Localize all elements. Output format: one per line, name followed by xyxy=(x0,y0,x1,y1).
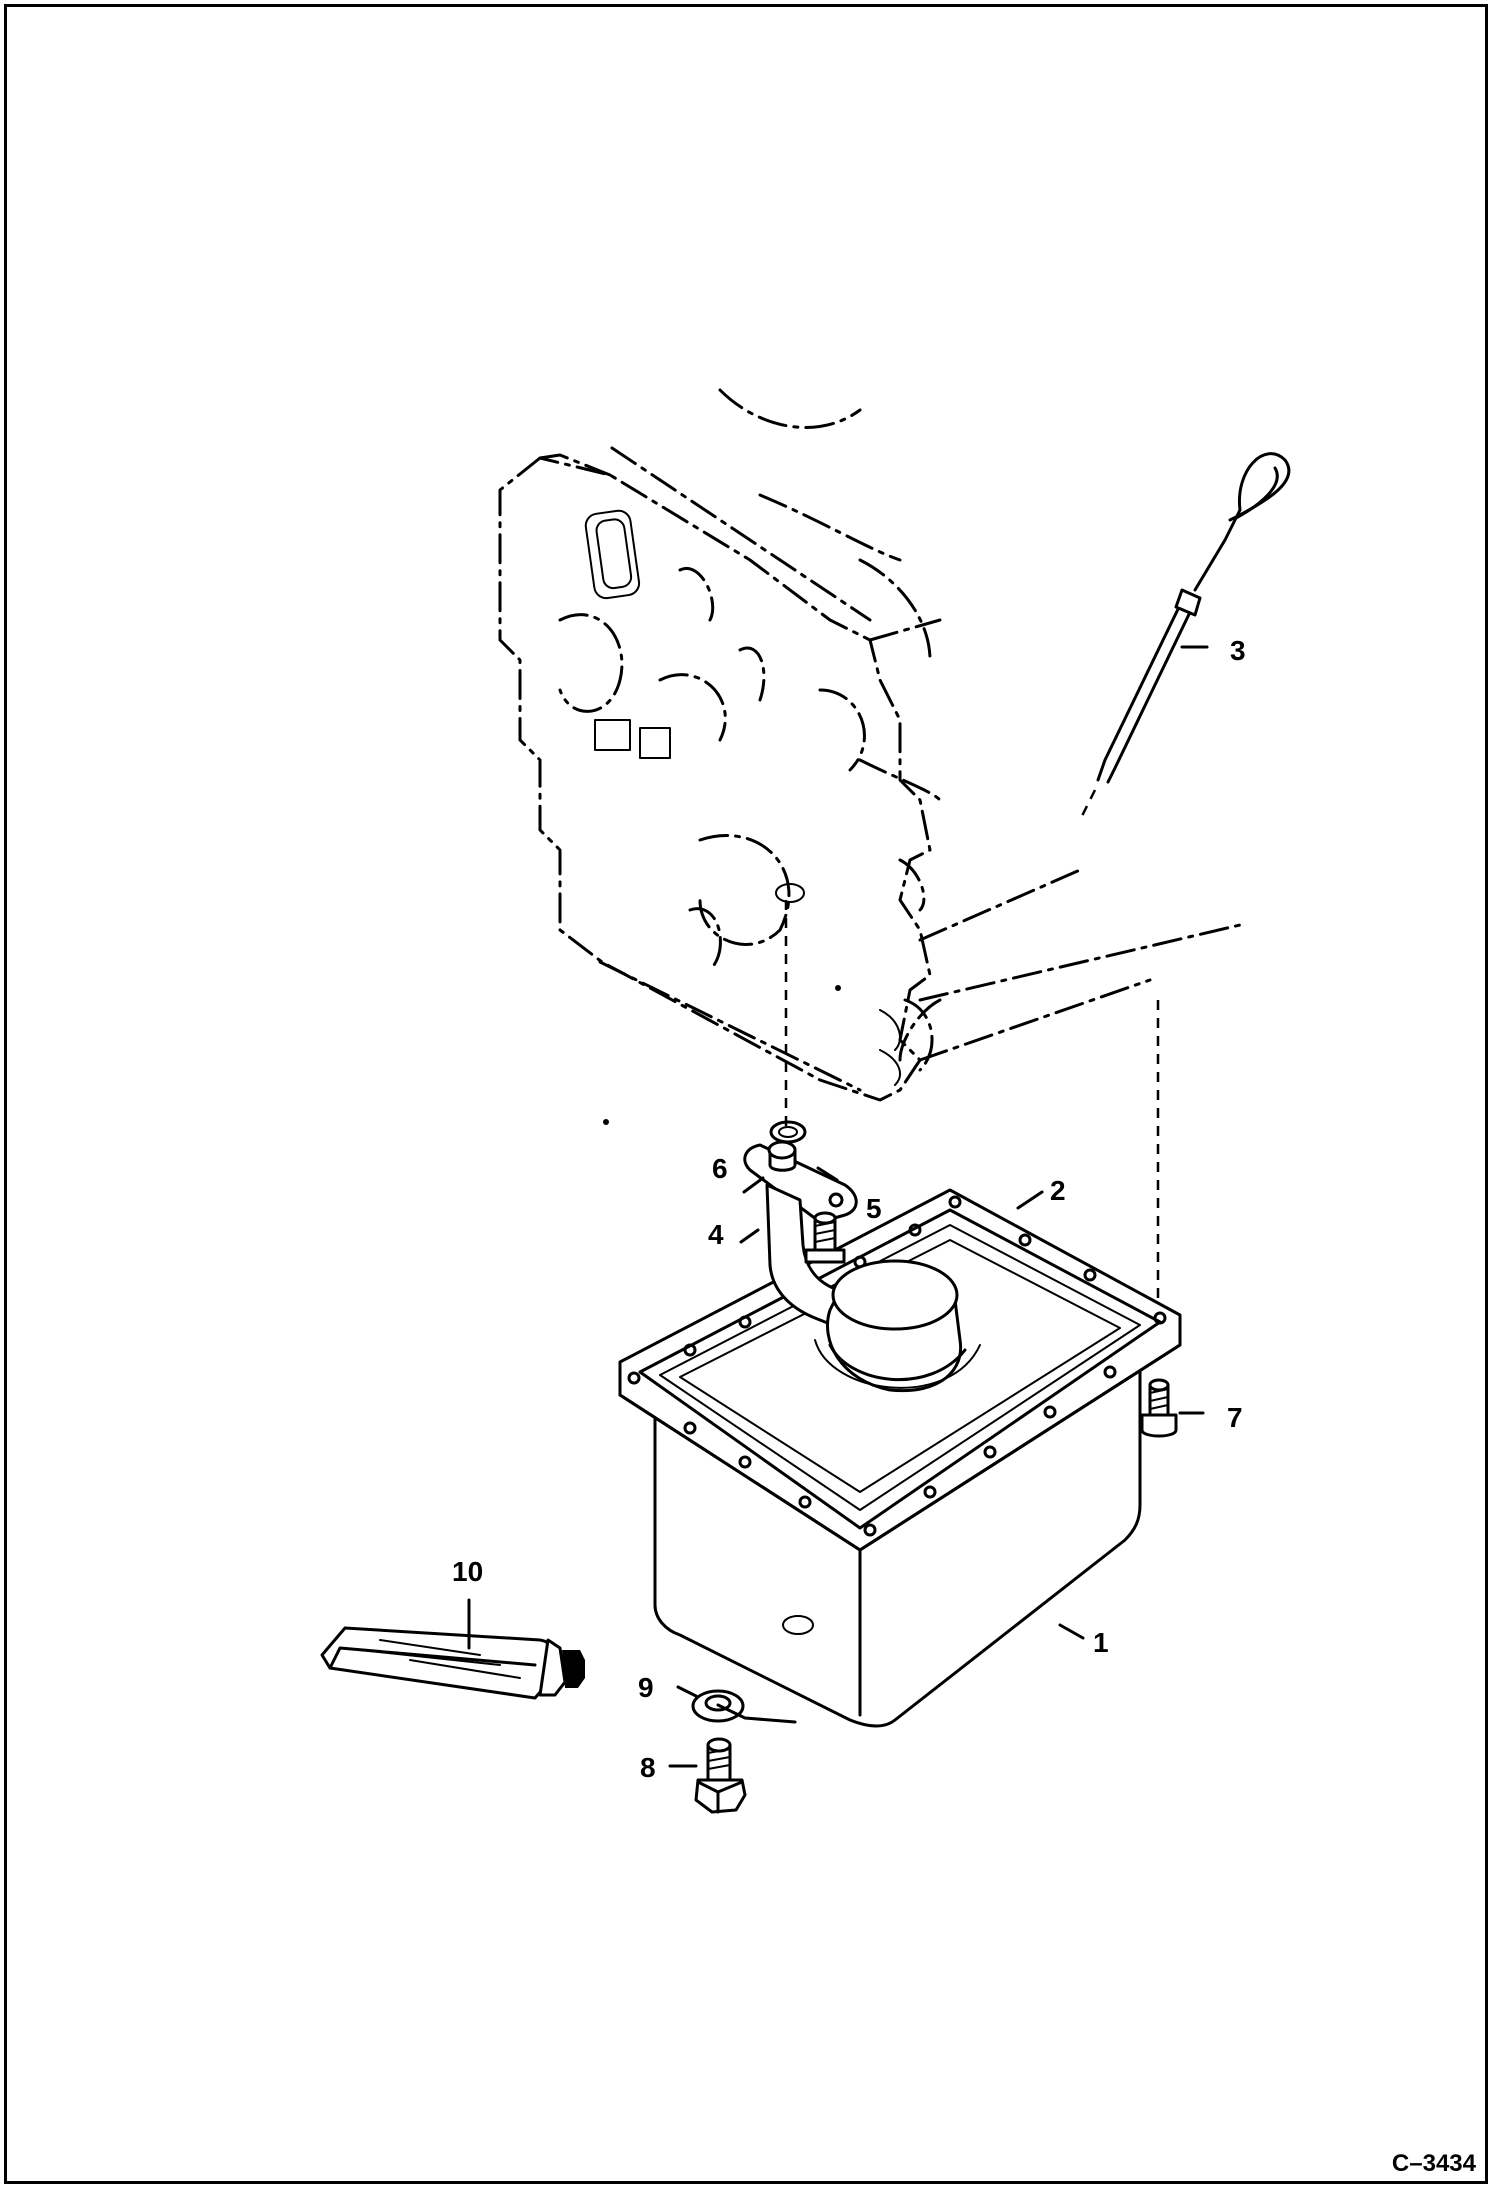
callout-labels: 3 2 6 5 4 7 1 9 8 10 xyxy=(452,635,1246,1783)
diagram-frame xyxy=(4,4,1488,2184)
callout-6: 6 xyxy=(712,1153,728,1184)
callout-10: 10 xyxy=(452,1556,483,1587)
bolt-icon xyxy=(1140,1378,1178,1438)
washer-icon xyxy=(691,1689,797,1724)
o-ring-icon xyxy=(769,1120,807,1144)
leader-lines xyxy=(467,645,1209,1768)
dipstick-icon xyxy=(1078,452,1291,821)
figure-reference: C–3434 xyxy=(1391,2150,1476,2177)
callout-3: 3 xyxy=(1230,635,1246,666)
bolt-icon xyxy=(804,1211,846,1264)
callout-5: 5 xyxy=(866,1193,882,1224)
sealant-tube-icon xyxy=(320,1626,585,1700)
callout-1: 1 xyxy=(1093,1627,1109,1658)
drain-plug-icon xyxy=(694,1737,747,1814)
callout-4: 4 xyxy=(708,1219,724,1250)
callout-7: 7 xyxy=(1227,1402,1243,1433)
callout-2: 2 xyxy=(1050,1175,1066,1206)
engine-block-outline xyxy=(498,388,1242,1125)
callout-8: 8 xyxy=(640,1752,656,1783)
callout-9: 9 xyxy=(638,1672,654,1703)
oil-strainer-icon xyxy=(743,1140,981,1393)
